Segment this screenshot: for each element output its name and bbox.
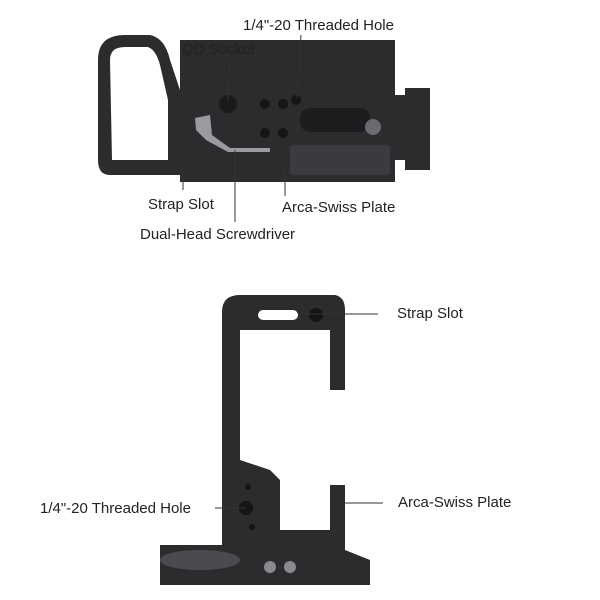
label-threaded-hole-top: 1/4"-20 Threaded Hole [243, 17, 394, 34]
label-strap-slot-top: Strap Slot [148, 196, 214, 213]
label-arca-plate-top: Arca-Swiss Plate [282, 199, 396, 216]
leader-threaded-hole-top [296, 34, 302, 99]
label-screwdriver: Dual-Head Screwdriver [140, 226, 296, 243]
leader-lines [182, 34, 383, 509]
side-view-bracket [160, 295, 370, 585]
label-arca-plate-side: Arca-Swiss Plate [398, 494, 512, 511]
label-qd-socket: QD Socket [182, 41, 255, 58]
top-view-bracket [98, 35, 430, 182]
leader-qd-socket [227, 59, 231, 101]
label-threaded-hole-side: 1/4"-20 Threaded Hole [40, 500, 191, 517]
label-strap-slot-side: Strap Slot [397, 305, 463, 322]
